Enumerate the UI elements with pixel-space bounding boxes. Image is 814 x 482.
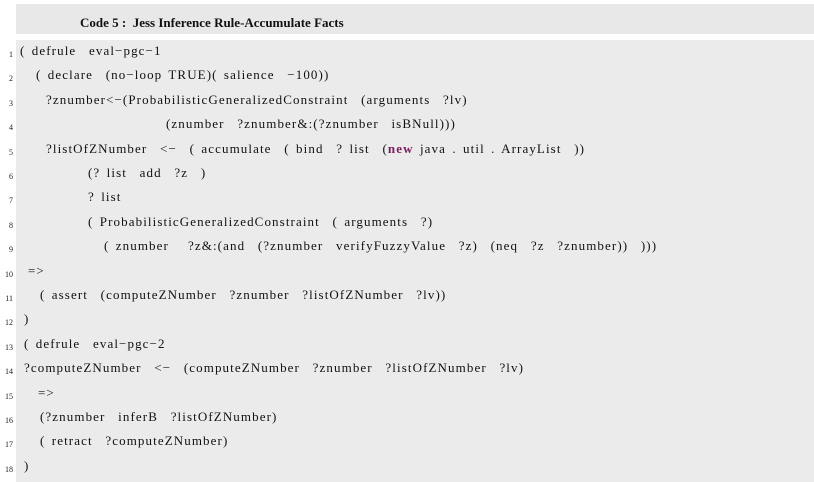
code-line: 15 => bbox=[0, 384, 814, 408]
line-number: 5 bbox=[9, 147, 13, 157]
code-line: 6 (? list add ?z ) bbox=[0, 164, 814, 188]
code-text: ( declare (no−loop TRUE)( salience −100)… bbox=[36, 67, 329, 83]
line-number: 7 bbox=[9, 196, 13, 206]
code-text: ( retract ?computeZNumber) bbox=[40, 433, 228, 449]
line-number: 9 bbox=[9, 245, 13, 255]
code-text: (znumber ?znumber&:(?znumber isBNull))) bbox=[166, 116, 456, 132]
code-segment: ) bbox=[24, 457, 30, 473]
code-line: 18) bbox=[0, 457, 814, 481]
line-number: 8 bbox=[9, 220, 13, 230]
line-number: 12 bbox=[5, 318, 13, 328]
code-line: 11 ( assert (computeZNumber ?znumber ?lis… bbox=[0, 286, 814, 310]
code-segment: (?znumber inferB ?listOfZNumber) bbox=[40, 409, 278, 424]
line-number: 18 bbox=[5, 464, 13, 474]
line-number: 3 bbox=[9, 98, 13, 108]
code-block bbox=[16, 40, 814, 482]
code-segment: ) bbox=[24, 311, 30, 327]
code-text: ?znumber<−(ProbabilisticGeneralizedConst… bbox=[46, 92, 468, 108]
code-text: ?computeZNumber <− (computeZNumber ?znum… bbox=[24, 360, 524, 376]
code-line: 9 ( znumber ?z&:(and (?znumber verifyFuzz… bbox=[0, 237, 814, 261]
code-segment: => bbox=[38, 384, 55, 400]
caption-bar: Code 5 : Jess Inference Rule-Accumulate … bbox=[16, 4, 814, 34]
code-text: ?listOfZNumber <− ( accumulate ( bind ? … bbox=[46, 141, 585, 157]
line-number: 10 bbox=[5, 269, 13, 279]
code-segment: ( defrule eval−pgc−1 bbox=[20, 43, 162, 58]
line-number: 17 bbox=[5, 440, 13, 450]
line-number: 13 bbox=[5, 342, 13, 352]
code-line: 8 ( ProbabilisticGeneralizedConstraint ( … bbox=[0, 213, 814, 237]
code-segment: ?znumber<−(ProbabilisticGeneralizedConst… bbox=[46, 91, 468, 107]
code-line: 12) bbox=[0, 310, 814, 334]
code-line: 14 ?computeZNumber <− (computeZNumber ?zn… bbox=[0, 359, 814, 383]
code-line: 3 ?znumber<−(ProbabilisticGeneralizedCons… bbox=[0, 91, 814, 115]
code-line: 7 ? list bbox=[0, 188, 814, 212]
line-number: 16 bbox=[5, 416, 13, 425]
code-segment: ( declare (no−loop TRUE)( salience −100)… bbox=[36, 67, 330, 83]
code-line: 4 (znumber ?znumber&:(?znumber isBNull))) bbox=[0, 115, 814, 139]
keyword-new: new bbox=[387, 140, 414, 156]
code-segment: (znumber ?znumber&:(?znumber isBNull))) bbox=[166, 116, 456, 132]
code-line: 17 ( retract ?computeZNumber) bbox=[0, 432, 814, 456]
line-number: 15 bbox=[5, 391, 13, 401]
code-segment: ( defrule eval−pgc−2 bbox=[24, 335, 166, 351]
code-line: 10 => bbox=[0, 262, 814, 286]
code-line: 16 (?znumber inferB ?listOfZNumber) bbox=[0, 408, 814, 432]
code-segment: => bbox=[28, 262, 45, 278]
code-text: => bbox=[38, 385, 55, 401]
code-segment: ?computeZNumber <− (computeZNumber ?znum… bbox=[24, 360, 525, 376]
code-segment: java . util . ArrayList )) bbox=[413, 140, 586, 156]
code-text: => bbox=[28, 263, 45, 279]
code-line: 2 ( declare (no−loop TRUE)( salience −100… bbox=[0, 66, 814, 90]
code-segment: ?listOfZNumber <− ( accumulate ( bind ? … bbox=[46, 140, 388, 156]
code-text: (?znumber inferB ?listOfZNumber) bbox=[40, 409, 277, 425]
code-text: ) bbox=[24, 458, 29, 474]
line-number: 14 bbox=[5, 367, 13, 377]
code-line: 1 ( defrule eval−pgc−1 bbox=[0, 42, 814, 66]
line-number: 6 bbox=[9, 172, 13, 181]
code-text: ( ProbabilisticGeneralizedConstraint ( a… bbox=[88, 214, 433, 230]
code-segment: (? list add ?z ) bbox=[88, 165, 207, 180]
code-segment: ( znumber ?z&:(and (?znumber verifyFuzzy… bbox=[104, 238, 658, 254]
line-number: 1 bbox=[9, 50, 13, 59]
code-caption: Code 5 : Jess Inference Rule-Accumulate … bbox=[80, 15, 344, 30]
line-number: 11 bbox=[5, 294, 13, 303]
code-line: 5 ?listOfZNumber <− ( accumulate ( bind ?… bbox=[0, 140, 814, 164]
code-text: ( defrule eval−pgc−2 bbox=[24, 336, 166, 352]
code-text: ? list bbox=[88, 189, 122, 205]
line-number: 2 bbox=[9, 74, 13, 84]
code-segment: ( assert (computeZNumber ?znumber ?listO… bbox=[40, 287, 447, 302]
code-segment: ( ProbabilisticGeneralizedConstraint ( a… bbox=[88, 213, 434, 229]
code-line: 13 ( defrule eval−pgc−2 bbox=[0, 335, 814, 359]
code-segment: ( retract ?computeZNumber) bbox=[40, 433, 229, 449]
code-text: ) bbox=[24, 311, 29, 327]
code-text: ( defrule eval−pgc−1 bbox=[20, 43, 162, 59]
code-segment: ? list bbox=[88, 189, 122, 205]
code-text: ( assert (computeZNumber ?znumber ?listO… bbox=[40, 287, 446, 303]
line-number: 4 bbox=[9, 123, 13, 133]
code-text: ( znumber ?z&:(and (?znumber verifyFuzzy… bbox=[104, 238, 657, 254]
code-text: (? list add ?z ) bbox=[88, 165, 206, 181]
